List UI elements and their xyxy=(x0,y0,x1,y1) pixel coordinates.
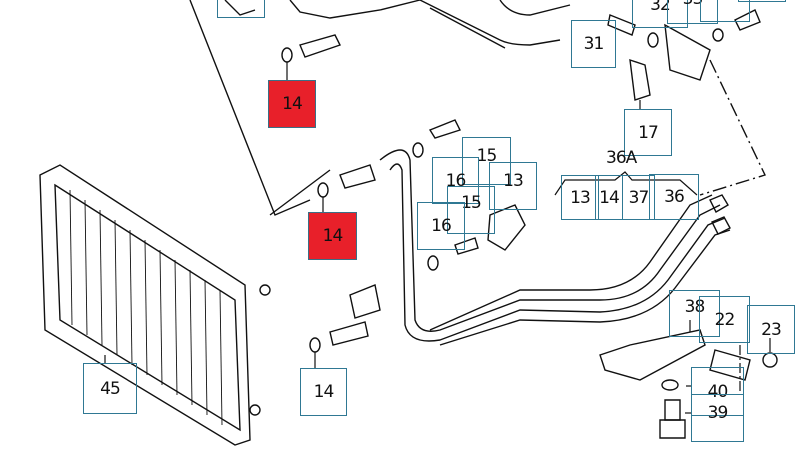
callout-14-highlighted[interactable]: 14 xyxy=(308,212,357,260)
callout-hotspot-partial[interactable] xyxy=(700,0,750,22)
callout-15[interactable]: 15 xyxy=(447,186,495,234)
callout-15[interactable]: 15 xyxy=(462,137,511,185)
group-label-36a: 36A xyxy=(606,148,637,168)
callout-36[interactable]: 36 xyxy=(649,174,699,220)
callout-38[interactable]: 38 xyxy=(669,290,720,337)
callout-16[interactable]: 16 xyxy=(417,202,465,250)
callout-39[interactable]: 39 xyxy=(691,394,744,442)
callout-14-highlighted[interactable]: 14 xyxy=(268,80,316,128)
callout-40[interactable]: 40 xyxy=(691,367,744,416)
callout-32[interactable]: 32 xyxy=(632,0,688,28)
callout-13[interactable]: 13 xyxy=(489,162,537,210)
callout-16[interactable]: 16 xyxy=(432,157,479,204)
callout-hotspot-partial[interactable] xyxy=(738,0,786,2)
coolant-pipes xyxy=(289,0,731,346)
callout-14[interactable]: 14 xyxy=(595,175,623,220)
callout-31[interactable]: 31 xyxy=(571,20,616,68)
fittings xyxy=(224,0,778,439)
callout-17[interactable]: 17 xyxy=(624,109,672,156)
callout-14[interactable]: 14 xyxy=(300,368,347,416)
callout-45[interactable]: 45 xyxy=(83,363,137,414)
callout-13[interactable]: 13 xyxy=(561,175,599,220)
callout-23[interactable]: 23 xyxy=(747,305,795,354)
callout-33[interactable]: 33 xyxy=(667,0,718,24)
callout-37[interactable]: 37 xyxy=(622,175,655,220)
callout-hotspot-partial[interactable] xyxy=(217,0,265,18)
radiator xyxy=(39,164,271,446)
callout-22[interactable]: 22 xyxy=(699,296,750,343)
